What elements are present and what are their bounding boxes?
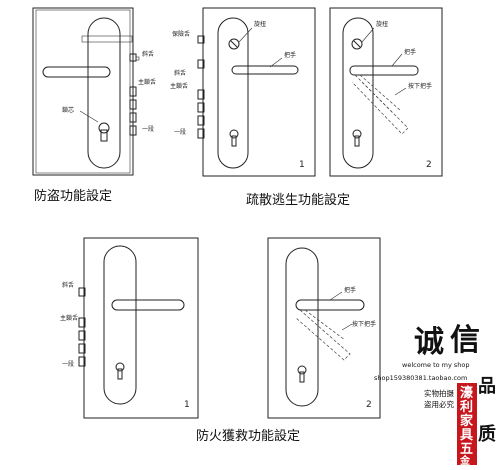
panel-number: 1 — [184, 400, 190, 410]
watermark-note-1: 实物拍摄 — [424, 388, 454, 398]
label-latch: 斜舌 — [174, 69, 186, 77]
seal-char-1: 濠 — [460, 385, 473, 401]
watermark-welcome: welcome to my shop — [402, 361, 470, 369]
cylinder-icon — [297, 365, 307, 383]
main-bolt — [78, 317, 86, 328]
caption-escape: 疏散逃生功能設定 — [246, 192, 350, 208]
lever-handle — [111, 299, 185, 311]
stage-one-bolt — [197, 128, 205, 139]
label-press-down: 按下把手 — [408, 82, 432, 90]
main-bolt — [129, 86, 137, 97]
seal-char-6: 金 — [459, 454, 471, 467]
latch-bolt — [197, 59, 205, 69]
lock-plate — [285, 247, 319, 407]
label-stage-one: 一段 — [174, 128, 186, 136]
seal-char-5: 五 — [460, 442, 473, 457]
label-handle: 把手 — [344, 286, 356, 294]
main-bolt — [197, 89, 205, 100]
panel-escape-2: 旋扭 把手 按下把手 2 — [329, 7, 443, 177]
label-knob: 旋扭 — [254, 20, 266, 28]
panel-number: 1 — [299, 160, 305, 170]
watermark-char-2: 信 — [450, 323, 480, 358]
panel-fire-1: 斜舌 主鎖舌 一段 1 — [60, 237, 199, 419]
cylinder-icon — [229, 129, 239, 147]
lock-plate — [217, 17, 249, 169]
label-stage-one: 一段 — [142, 125, 154, 133]
panel-anti-theft: 斜舌 主鎖舌 一段 鎖芯 防盗功能設定 — [32, 7, 156, 204]
label-main-bolt: 主鎖舌 — [60, 314, 78, 322]
cylinder-icon — [98, 122, 110, 142]
label-safety-bolt: 保險舌 — [172, 30, 190, 38]
door-frame — [329, 7, 443, 177]
lever-handle — [295, 299, 365, 311]
door-frame — [83, 237, 199, 419]
stage-one-bolt — [78, 356, 86, 367]
cylinder-icon — [115, 362, 125, 380]
side-char-1: 品 — [478, 376, 496, 397]
caption-anti-theft: 防盗功能設定 — [34, 188, 112, 204]
panel-number: 2 — [426, 160, 432, 170]
label-main-bolt: 主鎖舌 — [170, 82, 188, 90]
lever-handle — [231, 65, 299, 75]
lever-handle — [349, 65, 419, 76]
watermark-char-1: 诚 — [414, 325, 444, 360]
cylinder-icon — [352, 129, 362, 147]
safety-bolt — [197, 35, 205, 44]
pressed-handle-outline — [295, 309, 351, 361]
knob-icon — [351, 38, 363, 50]
watermark-shop-url: shop159380381.taobao.com — [374, 374, 467, 382]
door-inner-frame — [35, 9, 131, 174]
label-stage-one: 一段 — [62, 360, 74, 368]
seal-char-2: 利 — [460, 399, 473, 415]
side-char-2: 质 — [478, 424, 496, 445]
stage-one-bolt — [129, 125, 137, 136]
door-frame — [267, 237, 381, 419]
latch-bolt — [78, 287, 86, 297]
seal-char-3: 家 — [460, 413, 474, 429]
label-handle: 把手 — [284, 51, 296, 59]
lock-plate — [103, 245, 137, 405]
label-knob: 旋扭 — [376, 20, 388, 28]
handle-plate-top — [81, 35, 133, 43]
label-cylinder: 鎖芯 — [62, 106, 74, 114]
door-frame — [32, 7, 134, 176]
panel-fire-2: 把手 按下把手 2 — [267, 237, 381, 419]
seal-char-4: 具 — [460, 428, 473, 443]
caption-fire: 防火獲救功能設定 — [196, 428, 300, 444]
label-latch: 斜舌 — [62, 281, 74, 289]
label-main-bolt: 主鎖舌 — [138, 78, 156, 86]
door-frame — [202, 7, 316, 177]
knob-icon — [228, 38, 240, 50]
lock-plate — [87, 17, 121, 169]
panel-escape-1: 旋扭 把手 保險舌 斜舌 主鎖舌 一段 1 — [170, 7, 316, 177]
label-handle: 把手 — [404, 48, 416, 56]
pressed-handle-outline — [351, 74, 409, 135]
lever-handle — [42, 66, 111, 78]
shop-watermark: 诚 信 welcome to my shop shop159380381.tao… — [374, 323, 496, 467]
label-press-down: 按下把手 — [352, 320, 376, 328]
red-seal — [457, 383, 477, 465]
watermark-note-2: 盗用必究 — [424, 399, 454, 409]
label-latch: 斜舌 — [142, 50, 154, 58]
panel-number: 2 — [366, 400, 372, 410]
